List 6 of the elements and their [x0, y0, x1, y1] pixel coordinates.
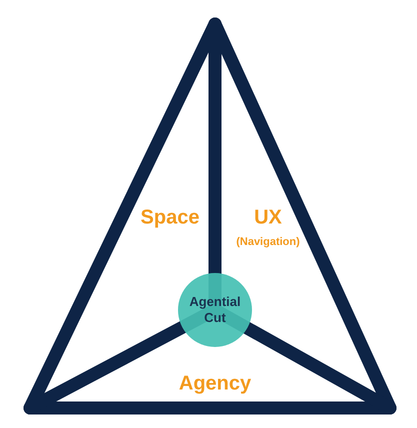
region-label: (Navigation) — [236, 236, 300, 248]
center-circle — [178, 273, 252, 347]
node-label: Agential Cut — [188, 294, 242, 326]
region-label: Space — [140, 206, 200, 230]
region-label: Agency — [178, 372, 252, 396]
region-label: UX — [254, 206, 282, 230]
